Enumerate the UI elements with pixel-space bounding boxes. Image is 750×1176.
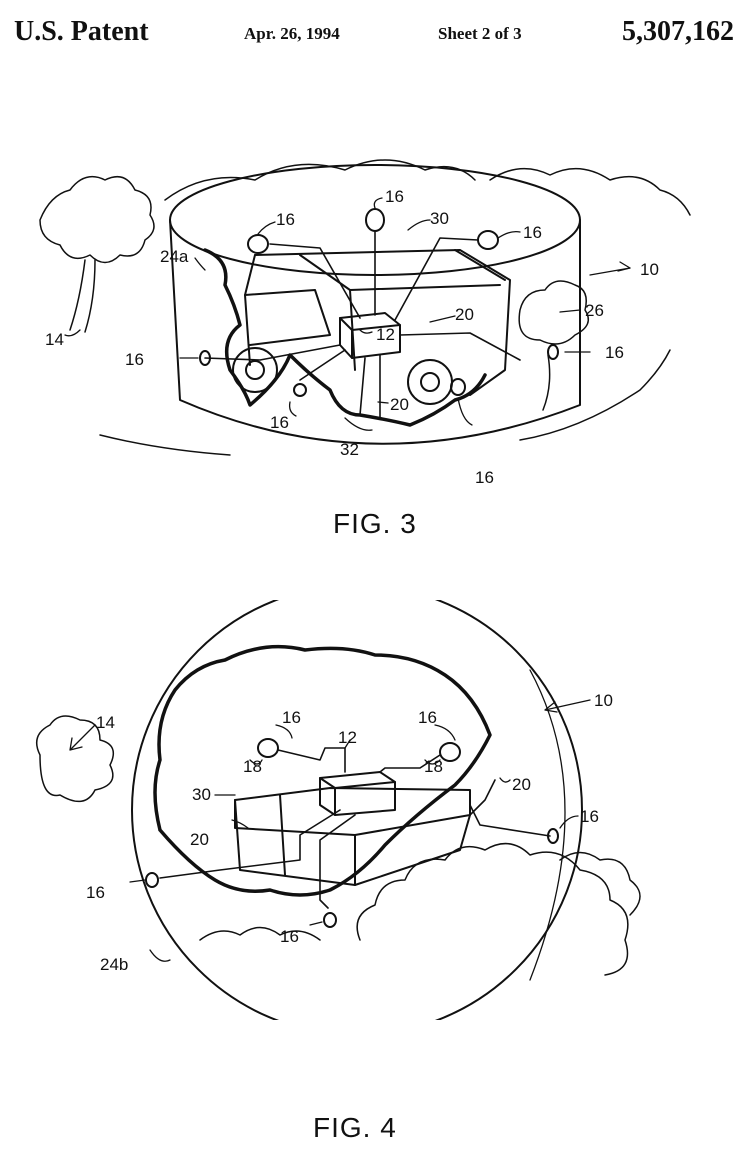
ref-24b: 24b [100, 955, 128, 974]
figure-3-drawing: 16 16 16 30 10 24a 12 20 26 14 16 16 20 … [39, 159, 691, 487]
sensor-units [199, 208, 559, 397]
ref-32: 32 [340, 440, 359, 459]
ref-16: 16 [418, 708, 437, 727]
ref-10: 10 [640, 260, 659, 279]
ref-26: 26 [585, 301, 604, 320]
ref-10: 10 [594, 691, 613, 710]
ref-16: 16 [580, 807, 599, 826]
sensor-units [145, 738, 559, 928]
sheet-number: Sheet 2 of 3 [438, 24, 522, 43]
wiring [204, 231, 521, 419]
ref-16: 16 [605, 343, 624, 362]
patent-number: 5,307,162 [622, 16, 734, 47]
ref-16: 16 [125, 350, 144, 369]
ref-30: 30 [192, 785, 211, 804]
spherical-enclosure [131, 600, 583, 1020]
cutaway-edge [153, 644, 492, 897]
figure-4-caption: FIG. 4 [313, 1112, 397, 1143]
ref-16: 16 [270, 413, 289, 432]
figure-4-drawing: 14 16 16 10 12 18 18 30 20 20 16 16 16 2… [35, 600, 641, 1020]
figure-3-reference-numerals: 16 16 16 30 10 24a 12 20 26 14 16 16 20 … [45, 187, 659, 487]
ref-12: 12 [376, 325, 395, 344]
figure-4-reference-numerals: 14 16 16 10 12 18 18 30 20 20 16 16 16 2… [86, 691, 613, 974]
vehicle-outline [232, 249, 511, 405]
ref-16: 16 [280, 927, 299, 946]
ref-24a: 24a [160, 247, 189, 266]
ref-16: 16 [86, 883, 105, 902]
leader-lines [64, 197, 631, 431]
ref-30: 30 [430, 209, 449, 228]
controller-box [319, 771, 396, 816]
ref-20: 20 [512, 775, 531, 794]
ref-16: 16 [475, 468, 494, 487]
ref-16: 16 [282, 708, 301, 727]
leader-lines [69, 699, 591, 962]
ref-12: 12 [338, 728, 357, 747]
ref-14: 14 [45, 330, 64, 349]
ref-16: 16 [523, 223, 542, 242]
patent-header-title: U.S. Patent [14, 16, 149, 47]
ref-16: 16 [276, 210, 295, 229]
ref-18: 18 [243, 757, 262, 776]
ref-18: 18 [424, 757, 443, 776]
ref-20: 20 [455, 305, 474, 324]
ref-16: 16 [385, 187, 404, 206]
wiring [159, 747, 551, 909]
patent-date: Apr. 26, 1994 [244, 24, 340, 43]
ref-20: 20 [190, 830, 209, 849]
ref-20: 20 [390, 395, 409, 414]
figure-3-caption: FIG. 3 [333, 508, 417, 539]
clouds [35, 715, 641, 976]
ref-14: 14 [96, 713, 115, 732]
